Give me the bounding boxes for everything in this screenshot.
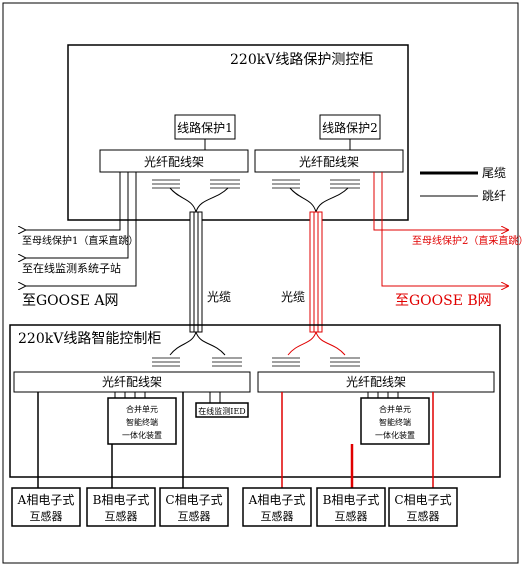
output-busbar-protection-1: 至母线保护1（直采直跳） [22, 234, 138, 247]
transformer-c-1: C相电子式 互感器 [159, 487, 229, 527]
output-goose-a: 至GOOSE A网 [22, 293, 119, 309]
upper-cabinet-title: 220kV线路保护测控柜 [230, 52, 373, 68]
svg-text:智能终端: 智能终端 [126, 417, 158, 427]
legend-tail-cable: 尾缆 [482, 166, 506, 180]
svg-text:互感器: 互感器 [261, 510, 294, 523]
svg-text:光纤配线架: 光纤配线架 [299, 155, 359, 169]
merging-unit-1: 合并单元 智能终端 一体化装置 [107, 392, 177, 445]
svg-text:B相电子式: B相电子式 [93, 493, 150, 507]
lower-connectors [152, 357, 360, 367]
svg-text:合并单元: 合并单元 [379, 404, 411, 414]
output-online-monitor: 至在线监测系统子站 [22, 261, 121, 275]
svg-text:智能终端: 智能终端 [379, 417, 411, 427]
cable-label-a: 光缆 [207, 290, 231, 304]
lower-cabinet: 220kV线路智能控制柜 [9, 324, 501, 478]
transformer-a-2: A相电子式 互感器 [242, 487, 312, 527]
svg-text:互感器: 互感器 [407, 510, 440, 523]
svg-text:C相电子式: C相电子式 [165, 493, 222, 507]
transformer-b-1: B相电子式 互感器 [86, 487, 156, 527]
svg-text:A相电子式: A相电子式 [17, 493, 75, 507]
upper-connectors [152, 179, 360, 189]
network-b-outputs [373, 172, 508, 286]
protection-1-label: 线路保护1 [177, 120, 233, 135]
svg-text:光纤配线架: 光纤配线架 [346, 375, 406, 389]
fiber-cable-b [309, 211, 323, 333]
protection-device-1: 线路保护1 [174, 114, 236, 140]
legend-jumper: 跳纤 [482, 189, 506, 203]
svg-text:光纤配线架: 光纤配线架 [144, 155, 204, 169]
svg-text:互感器: 互感器 [105, 510, 138, 523]
svg-text:互感器: 互感器 [178, 510, 211, 523]
fiber-cable-a [189, 211, 203, 333]
lower-cabinet-title: 220kV线路智能控制柜 [18, 331, 161, 347]
svg-text:互感器: 互感器 [335, 510, 368, 523]
svg-text:一体化装置: 一体化装置 [375, 430, 415, 440]
svg-text:C相电子式: C相电子式 [394, 493, 451, 507]
merging-unit-2: 合并单元 智能终端 一体化装置 [360, 392, 430, 445]
online-monitor-ied: 在线监测IED [195, 392, 249, 418]
svg-text:A相电子式: A相电子式 [248, 493, 306, 507]
network-a-outputs [25, 172, 137, 286]
svg-text:一体化装置: 一体化装置 [122, 430, 162, 440]
upper-odf-1: 光纤配线架 [99, 149, 249, 173]
transformer-c-2: C相电子式 互感器 [388, 487, 458, 527]
upper-odf-2: 光纤配线架 [254, 149, 404, 173]
lower-odf-2: 光纤配线架 [257, 371, 495, 393]
output-goose-b: 至GOOSE B网 [395, 293, 492, 309]
protection-2-label: 线路保护2 [322, 120, 378, 135]
upper-cabinet: 220kV线路保护测控柜 [67, 44, 409, 221]
output-busbar-protection-2: 至母线保护2（直采直跳） [412, 234, 522, 247]
svg-text:光纤配线架: 光纤配线架 [102, 375, 162, 389]
lower-odf-1: 光纤配线架 [13, 371, 251, 393]
svg-text:互感器: 互感器 [30, 510, 63, 523]
svg-text:合并单元: 合并单元 [126, 404, 158, 414]
svg-text:B相电子式: B相电子式 [323, 493, 380, 507]
transformer-b-2: B相电子式 互感器 [316, 487, 386, 527]
cable-label-b: 光缆 [281, 290, 305, 304]
transformer-a-1: A相电子式 互感器 [11, 487, 81, 527]
legend: 尾缆 跳纤 [420, 166, 506, 203]
transformer-links [37, 392, 434, 488]
svg-text:在线监测IED: 在线监测IED [198, 406, 245, 416]
protection-device-2: 线路保护2 [319, 114, 381, 140]
